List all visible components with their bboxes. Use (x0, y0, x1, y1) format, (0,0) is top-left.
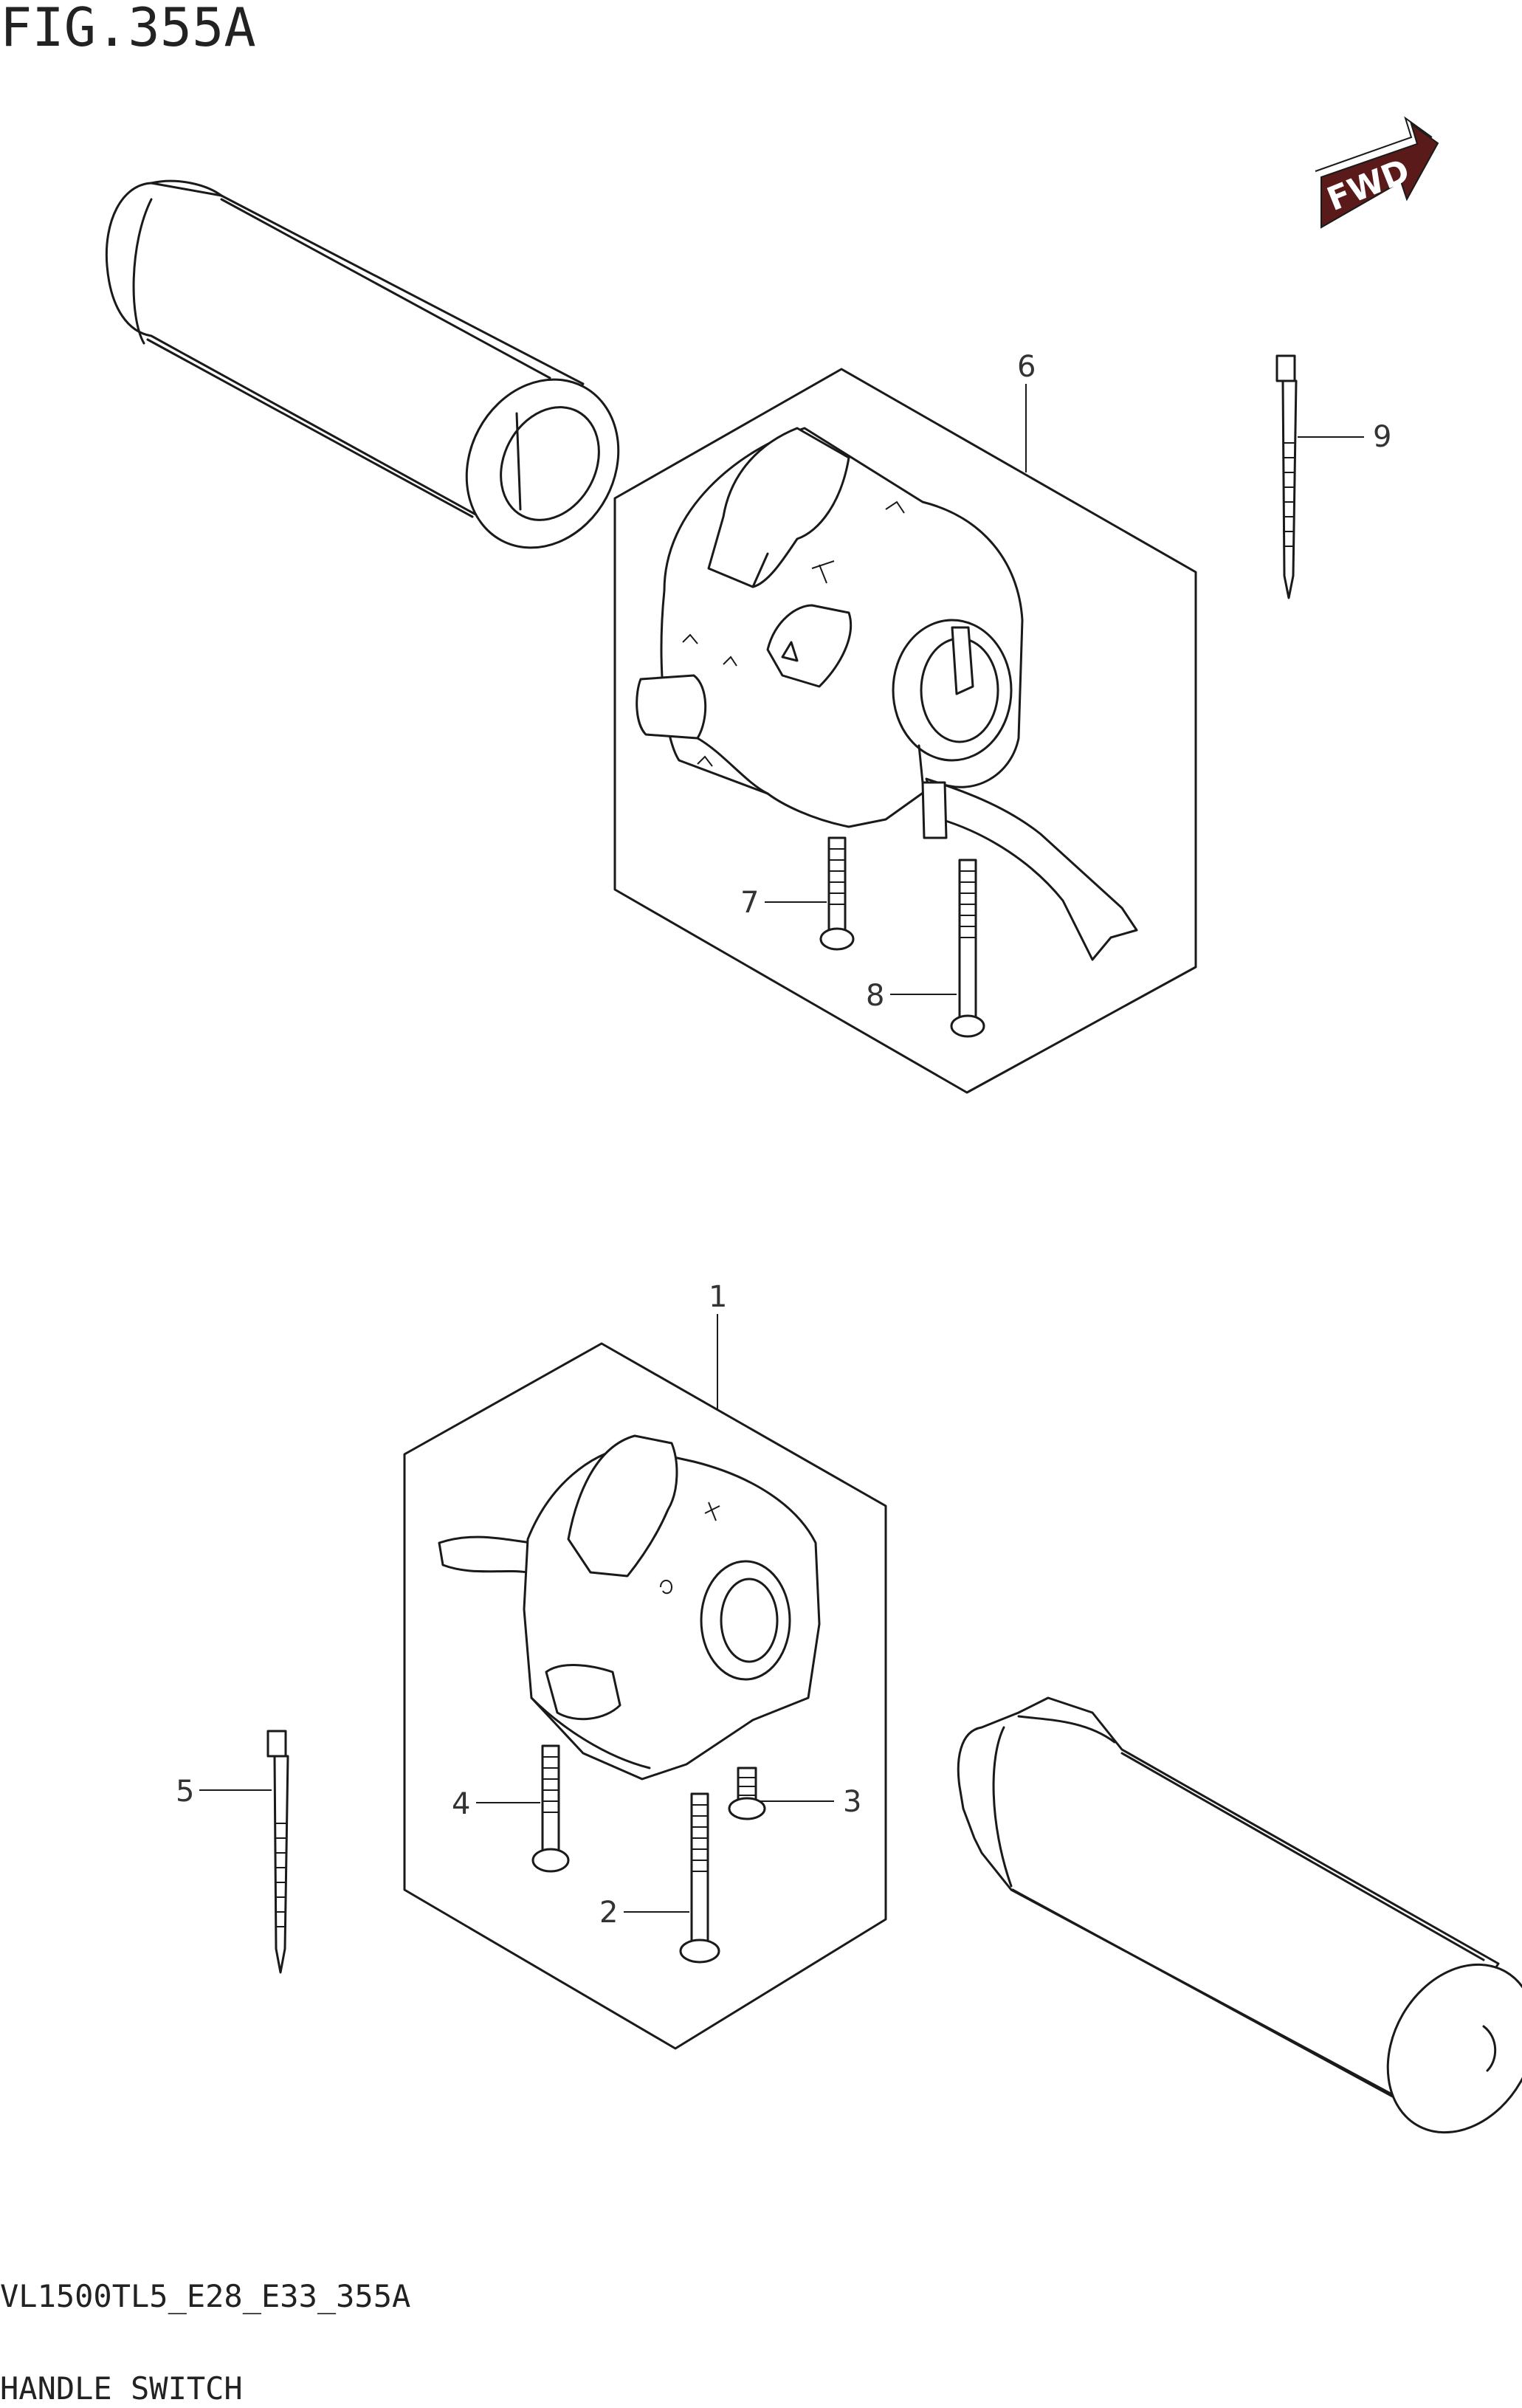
svg-text:2: 2 (599, 1896, 618, 1930)
part-1-box (403, 1342, 887, 2050)
figure-title: FIG.355A (0, 0, 256, 58)
callout-9: 9 (1298, 420, 1391, 454)
left-grip (105, 179, 620, 549)
callout-6: 6 (1017, 350, 1036, 472)
cable-tie-5 (266, 1730, 289, 1974)
svg-text:7: 7 (740, 886, 759, 920)
callout-8: 8 (866, 979, 957, 1013)
callout-3: 3 (760, 1785, 861, 1819)
figure-code: VL1500TL5_E28_E33_355A (0, 2278, 410, 2314)
screw-3 (728, 1767, 766, 1820)
right-grip (957, 1696, 1522, 2134)
left-handle-switch (636, 427, 1138, 961)
svg-text:1: 1 (709, 1280, 727, 1314)
fwd-arrow-icon: FWD (1315, 116, 1439, 229)
callout-5: 5 (176, 1775, 272, 1809)
callout-4: 4 (452, 1787, 540, 1821)
svg-text:8: 8 (866, 979, 884, 1013)
right-handle-switch (438, 1434, 821, 1781)
svg-text:3: 3 (843, 1785, 861, 1819)
screw-7 (819, 836, 855, 951)
svg-text:5: 5 (176, 1775, 194, 1809)
svg-text:6: 6 (1017, 350, 1036, 384)
svg-text:4: 4 (452, 1787, 470, 1821)
figure-name: HANDLE SWITCH (0, 2370, 243, 2407)
callout-2: 2 (599, 1896, 689, 1930)
screw-2 (679, 1792, 720, 1964)
callout-1: 1 (709, 1280, 727, 1410)
cable-tie-9 (1275, 354, 1298, 599)
screw-4 (531, 1744, 570, 1873)
part-6-box (613, 368, 1197, 1094)
screw-8 (950, 859, 985, 1038)
svg-text:9: 9 (1373, 420, 1391, 454)
callout-7: 7 (740, 886, 827, 920)
